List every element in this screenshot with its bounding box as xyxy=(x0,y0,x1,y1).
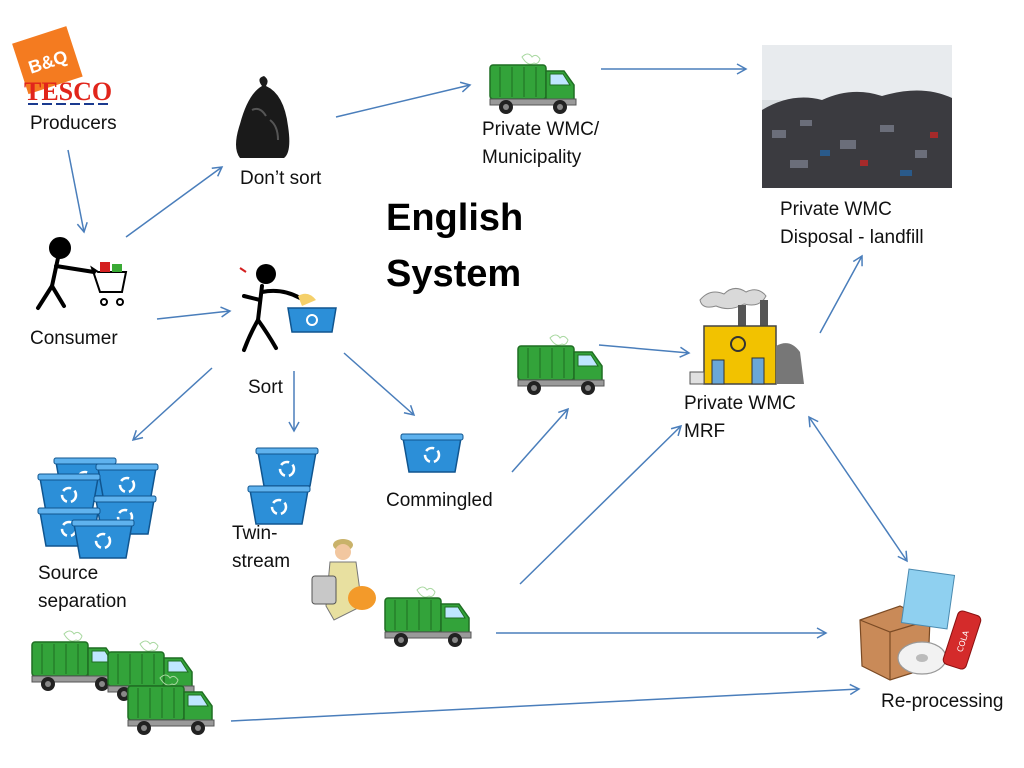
reprocessing-materials-icon: COLA xyxy=(859,568,982,681)
arrow-mrf-landfill xyxy=(819,254,863,334)
consumer-shopping-icon xyxy=(36,237,128,310)
sort-label: Sort xyxy=(248,377,283,398)
retail-logos: B&Q TESCO xyxy=(8,22,112,106)
commingled-label: Commingled xyxy=(386,490,493,511)
arrow-consumer-dont-sort xyxy=(125,166,224,238)
recycle-bin-icon xyxy=(399,432,465,474)
consumer-label: Consumer xyxy=(30,328,118,349)
recycle-bin-icon xyxy=(36,472,102,514)
reprocessing-label: Re-processing xyxy=(881,691,1004,712)
dont-sort-label: Don’t sort xyxy=(240,168,322,189)
private-wmc-municipality-label: Private WMC/ Municipality xyxy=(482,119,600,168)
title-line-1: English xyxy=(386,197,524,239)
sorting-person-icon xyxy=(239,264,337,352)
private-wmc-disposal-label: Private WMC Disposal - landfill xyxy=(780,199,924,248)
arrow-source-trucks-reprocessing xyxy=(230,683,861,722)
title-line-2: System xyxy=(386,253,522,295)
arrow-mrf-reprocessing xyxy=(808,415,908,563)
arrow-consumer-sort xyxy=(156,306,232,320)
arrow-sort-source-separation xyxy=(131,367,213,442)
arrow-producers-consumer xyxy=(67,149,88,234)
garbage-truck-icon xyxy=(517,334,605,396)
arrow-dont-sort-truck xyxy=(335,81,472,118)
trash-bag-icon xyxy=(236,76,290,158)
private-wmc-mrf-label: Private WMC MRF xyxy=(684,393,796,442)
garbage-truck-icon xyxy=(31,630,119,692)
arrow-twin-truck-mrf xyxy=(519,424,683,585)
recycle-bin-icon xyxy=(254,446,320,488)
collection-worker-icon xyxy=(311,539,376,621)
garbage-truck-icon xyxy=(384,586,472,648)
twin-stream-label: Twin- stream xyxy=(232,523,291,572)
recycle-bin-icon xyxy=(246,484,312,526)
tesco-logo-text: TESCO xyxy=(24,77,112,106)
landfill-photo xyxy=(762,45,952,188)
recycle-bin-icon xyxy=(70,518,136,560)
bq-logo xyxy=(8,22,87,98)
producers-label: Producers xyxy=(30,113,117,134)
arrow-truck-mrf xyxy=(598,344,691,358)
source-separation-label: Source separation xyxy=(38,563,127,612)
diagram-title: English System xyxy=(386,190,523,302)
mrf-factory-icon xyxy=(689,288,804,385)
garbage-truck-icon xyxy=(489,53,577,115)
arrow-sort-commingled xyxy=(343,352,416,417)
arrow-commingled-truck xyxy=(511,407,570,473)
